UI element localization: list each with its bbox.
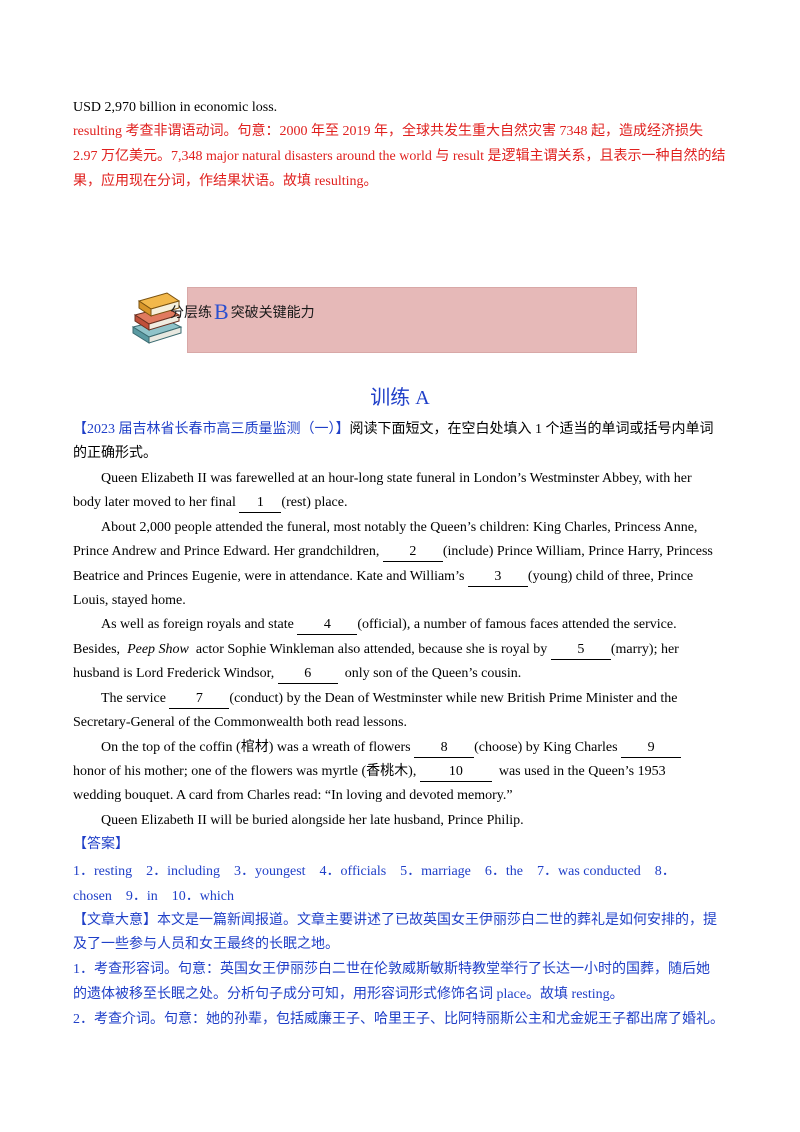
passage-line: Queen Elizabeth II will be buried alongs… bbox=[101, 813, 524, 828]
passage-line: Besides, Peep Show actor Sophie Winklema… bbox=[73, 638, 733, 662]
passage-line: The service 7(conduct) by the Dean of We… bbox=[101, 687, 733, 711]
passage-text: (marry); her bbox=[610, 642, 679, 657]
section-banner bbox=[187, 287, 637, 353]
explanation-line: resulting 考查非谓语动词。句意：2000 年至 2019 年，全球共发… bbox=[73, 124, 703, 139]
passage-text: Beatrice and Princes Eugenie, were in at… bbox=[73, 569, 465, 584]
answer-line: chosen 9．in 10．which bbox=[73, 889, 234, 904]
passage-line: husband is Lord Frederick Windsor, 6 onl… bbox=[73, 662, 733, 686]
explanation-line: 2.97 万亿美元。7,348 major natural disasters … bbox=[73, 149, 726, 164]
passage-text: body later moved to her final bbox=[73, 495, 236, 510]
analysis-line: 的遗体被移至长眠之处。分析句子成分可知，用形容词形式修饰名词 place。故填 … bbox=[73, 987, 624, 1002]
blank-2: 2 bbox=[382, 543, 443, 562]
passage-line: Louis, stayed home. bbox=[73, 593, 186, 608]
passage-text: husband is Lord Frederick Windsor, bbox=[73, 666, 275, 681]
banner-prefix: 分层练 bbox=[170, 306, 212, 321]
passage-text: (include) Prince William, Prince Harry, … bbox=[442, 544, 713, 559]
previous-answer-tail: USD 2,970 billion in economic loss. bbox=[73, 100, 278, 115]
books-icon bbox=[131, 292, 183, 344]
answer-line: 1．resting 2．including 3．youngest 4．offic… bbox=[73, 864, 676, 879]
passage-text: On the top of the coffin (棺材) was a wrea… bbox=[101, 740, 411, 755]
passage-line: On the top of the coffin (棺材) was a wrea… bbox=[101, 736, 733, 760]
passage-text: (young) child of three, Prince bbox=[527, 569, 694, 584]
explanation-line: 果，应用现在分词，作结果状语。故填 resulting。 bbox=[73, 174, 378, 189]
blank-10: 10 bbox=[419, 763, 492, 782]
banner-letter: B bbox=[214, 299, 229, 324]
show-title: Peep Show bbox=[127, 642, 189, 657]
analysis-line: 2．考查介词。句意：她的孙辈，包括威廉王子、哈里王子、比阿特丽斯公主和尤金妮王子… bbox=[73, 1012, 724, 1027]
blank-3: 3 bbox=[467, 568, 528, 587]
summary-line: 【文章大意】本文是一篇新闻报道。文章主要讲述了已故英国女王伊丽莎白二世的葬礼是如… bbox=[73, 913, 717, 928]
passage-line: body later moved to her final 1(rest) pl… bbox=[73, 491, 733, 515]
passage-line: Queen Elizabeth II was farewelled at an … bbox=[101, 471, 692, 486]
blank-1: 1 bbox=[239, 494, 282, 513]
passage-line: Secretary-General of the Commonwealth bo… bbox=[73, 715, 407, 730]
blank-5: 5 bbox=[550, 641, 611, 660]
blank-7: 7 bbox=[169, 690, 230, 709]
passage-line: Beatrice and Princes Eugenie, were in at… bbox=[73, 565, 733, 589]
passage-line: As well as foreign royals and state 4(of… bbox=[101, 613, 733, 637]
section-title: 训练 A bbox=[370, 387, 430, 409]
passage-text: actor Sophie Winkleman also attended, be… bbox=[195, 642, 548, 657]
passage-text: honor of his mother; one of the flowers … bbox=[73, 764, 417, 779]
instruction: 的正确形式。 bbox=[73, 446, 157, 461]
blank-4: 4 bbox=[297, 616, 358, 635]
answer-label: 【答案】 bbox=[73, 837, 129, 852]
passage-text: The service bbox=[101, 691, 166, 706]
banner-suffix: 突破关键能力 bbox=[230, 306, 315, 321]
passage-line: About 2,000 people attended the funeral,… bbox=[101, 520, 698, 535]
passage-text: Prince Andrew and Prince Edward. Her gra… bbox=[73, 544, 380, 559]
passage-text: was used in the Queen’s 1953 bbox=[498, 764, 666, 779]
passage-text: (rest) place. bbox=[281, 495, 348, 510]
passage-line: wedding bouquet. A card from Charles rea… bbox=[73, 788, 513, 803]
instruction: 阅读下面短文，在空白处填入 1 个适当的单词或括号内单词 bbox=[349, 422, 714, 437]
question-source: 【2023 届吉林省长春市高三质量监测（一）】阅读下面短文，在空白处填入 1 个… bbox=[73, 418, 733, 442]
blank-9: 9 bbox=[621, 739, 682, 758]
summary-line: 及了一些参与人员和女王最终的长眠之地。 bbox=[73, 937, 339, 952]
passage-text: (official), a number of famous faces att… bbox=[357, 617, 677, 632]
passage-text: (conduct) by the Dean of Westminster whi… bbox=[229, 691, 678, 706]
passage-line: honor of his mother; one of the flowers … bbox=[73, 760, 733, 784]
passage-line: Prince Andrew and Prince Edward. Her gra… bbox=[73, 540, 733, 564]
passage-text: As well as foreign royals and state bbox=[101, 617, 294, 632]
blank-6: 6 bbox=[277, 665, 338, 684]
passage-text: Besides, bbox=[73, 642, 121, 657]
passage-text: (choose) by King Charles bbox=[474, 740, 618, 755]
passage-text: only son of the Queen’s cousin. bbox=[344, 666, 522, 681]
source-bracket: 【2023 届吉林省长春市高三质量监测（一）】 bbox=[73, 422, 350, 437]
blank-8: 8 bbox=[414, 739, 475, 758]
analysis-line: 1．考查形容词。句意：英国女王伊丽莎白二世在伦敦威斯敏斯特教堂举行了长达一小时的… bbox=[73, 962, 710, 977]
